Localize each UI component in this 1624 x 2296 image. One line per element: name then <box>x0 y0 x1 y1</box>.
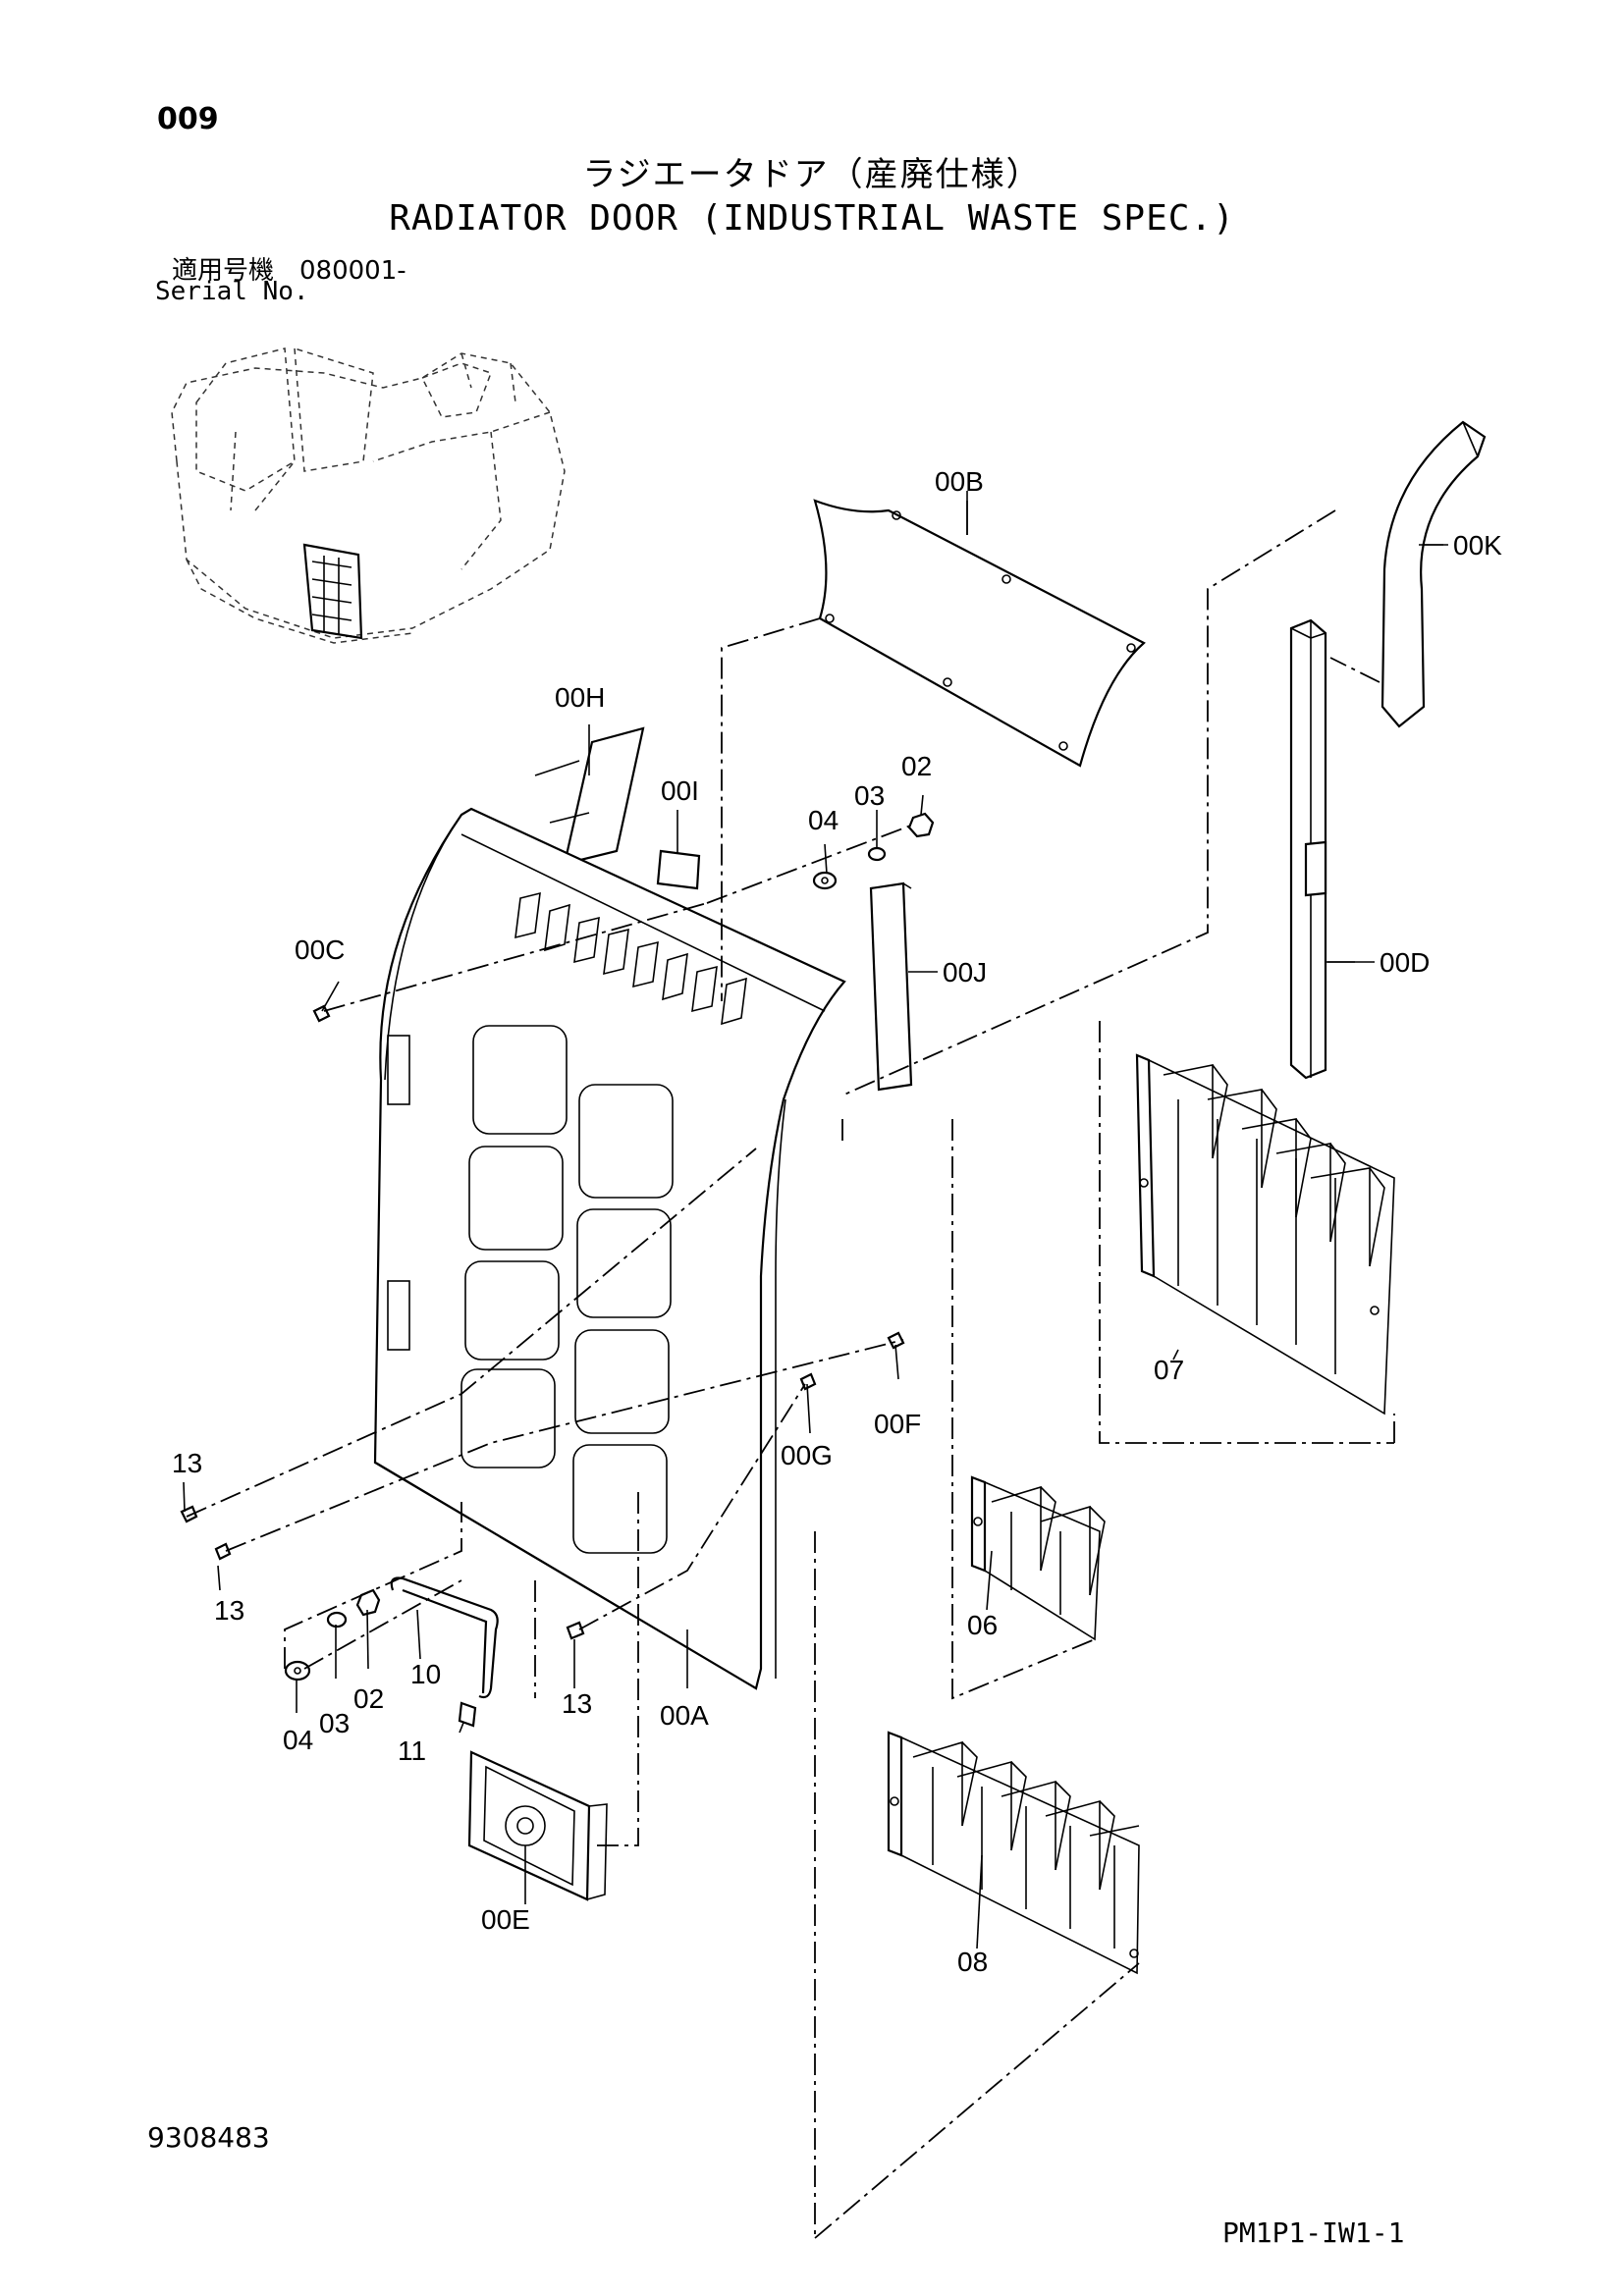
part-11-clip <box>458 1701 477 1728</box>
part-00E-latch <box>467 1750 608 1901</box>
callout-00I: 00I <box>661 775 699 806</box>
callout-03-bottom: 03 <box>319 1708 350 1738</box>
part-00A-door-panel <box>373 807 846 1690</box>
title-japanese: ラジエータドア（産廃仕様） <box>582 155 1042 194</box>
callout-10: 10 <box>410 1659 441 1689</box>
serial-applicability: 適用号機 080001- <box>172 256 406 286</box>
callout-13-left-top: 13 <box>172 1448 202 1478</box>
page-number: 009 <box>157 102 219 136</box>
machine-locator-sketch <box>171 347 566 644</box>
callout-00E: 00E <box>481 1904 530 1935</box>
callout-02-top: 02 <box>901 751 932 781</box>
callout-labels: 00B 00K 00H 00I 02 03 04 00C 00J 00D 07 … <box>172 466 1502 1977</box>
callout-00D: 00D <box>1380 947 1430 978</box>
serial-label: Serial No. <box>155 277 309 306</box>
callout-03-top: 03 <box>854 780 885 811</box>
callout-13-center: 13 <box>562 1688 592 1719</box>
callout-00G: 00G <box>781 1440 833 1470</box>
callout-11: 11 <box>398 1735 426 1766</box>
document-number: 9308483 <box>147 2121 270 2154</box>
callout-04-bottom: 04 <box>283 1725 313 1755</box>
assembly-lines <box>186 509 1395 2239</box>
callout-00K: 00K <box>1453 530 1502 561</box>
title-english: RADIATOR DOOR (INDUSTRIAL WASTE SPEC.) <box>389 198 1235 239</box>
callout-07: 07 <box>1154 1355 1184 1385</box>
part-06-louver <box>970 1475 1106 1641</box>
callout-00F: 00F <box>874 1409 921 1439</box>
callout-04-top: 04 <box>808 805 839 835</box>
part-07-louver <box>1135 1053 1395 1415</box>
callout-00J: 00J <box>943 957 987 988</box>
callout-00H: 00H <box>555 682 605 713</box>
reference-code: PM1P1-IW1-1 <box>1222 2216 1405 2249</box>
part-00I-pad <box>656 849 701 890</box>
callout-00A: 00A <box>660 1700 709 1731</box>
part-08-louver <box>887 1731 1140 1975</box>
callout-08: 08 <box>957 1947 988 1977</box>
callout-02-bottom: 02 <box>353 1683 384 1714</box>
leader-lines <box>183 501 1448 1949</box>
callout-06: 06 <box>967 1610 998 1640</box>
callout-13-left-bottom: 13 <box>214 1595 244 1626</box>
part-00D-seal <box>1289 618 1355 1080</box>
part-10-handle <box>390 1576 499 1699</box>
part-00B-top-cover <box>813 491 1146 768</box>
callout-00C: 00C <box>295 934 345 965</box>
part-00J-pad <box>869 881 913 1092</box>
callout-00B: 00B <box>935 466 984 497</box>
part-00K-seal <box>1380 420 1487 728</box>
